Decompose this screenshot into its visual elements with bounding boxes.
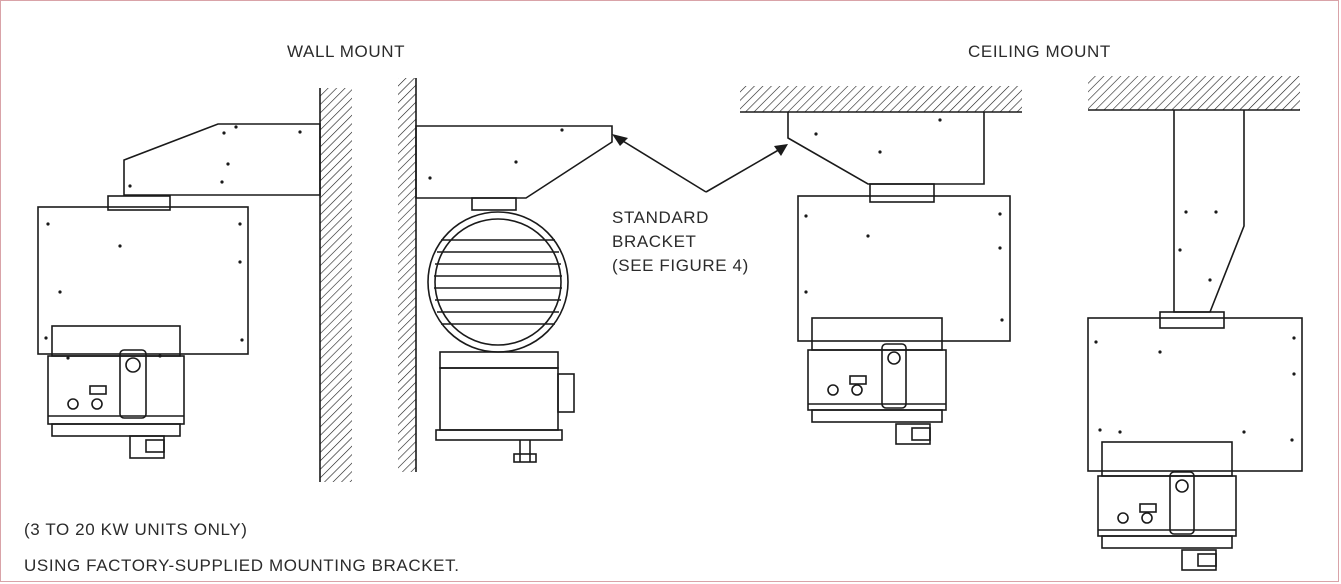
heater-cabinet-2: [797, 195, 1011, 342]
fan-guard: [427, 211, 569, 353]
ceiling-mount-extended: [1087, 76, 1303, 571]
control-box-3: [1097, 475, 1237, 537]
ceiling-hatch: [740, 86, 1022, 112]
heater-cabinet-3: [1087, 317, 1303, 472]
actuator: [119, 349, 147, 419]
wall-mount-side-view: [37, 88, 352, 482]
mounting-plate: [107, 195, 171, 211]
ceiling-mount-title: CEILING MOUNT: [968, 42, 1111, 61]
ceiling-mount-standard: [740, 86, 1022, 445]
ceiling-bracket: [787, 112, 985, 185]
wall-mount-title: WALL MOUNT: [287, 42, 406, 61]
mounting-plate-3: [1159, 311, 1225, 329]
extended-bracket: [1173, 110, 1245, 313]
callout-line-1: STANDARD: [612, 208, 710, 227]
arrowhead-right: [774, 144, 788, 156]
rivets: [44, 118, 1296, 442]
note-units: (3 TO 20 KW UNITS ONLY): [24, 520, 248, 539]
heater-cabinet: [37, 206, 249, 355]
wall-hatch: [320, 88, 352, 482]
mounting-plate-2: [869, 183, 935, 203]
control-box-2: [807, 349, 947, 411]
wall-hatch-2: [398, 78, 416, 472]
callout-leaders: [617, 137, 783, 193]
standard-bracket-callout: STANDARD BRACKET (SEE FIGURE 4): [612, 206, 749, 278]
note-bracket: USING FACTORY-SUPPLIED MOUNTING BRACKET.: [24, 556, 460, 575]
callout-line-2: BRACKET: [612, 232, 697, 251]
wall-bracket: [123, 123, 321, 196]
wall-mount-front-view: [398, 78, 613, 472]
callout-line-3: (SEE FIGURE 4): [612, 256, 749, 275]
lower-housing: [439, 367, 559, 431]
front-bracket: [415, 125, 613, 199]
ceiling-hatch-2: [1088, 76, 1300, 110]
arrowhead-left: [612, 134, 628, 146]
control-box: [47, 355, 185, 425]
